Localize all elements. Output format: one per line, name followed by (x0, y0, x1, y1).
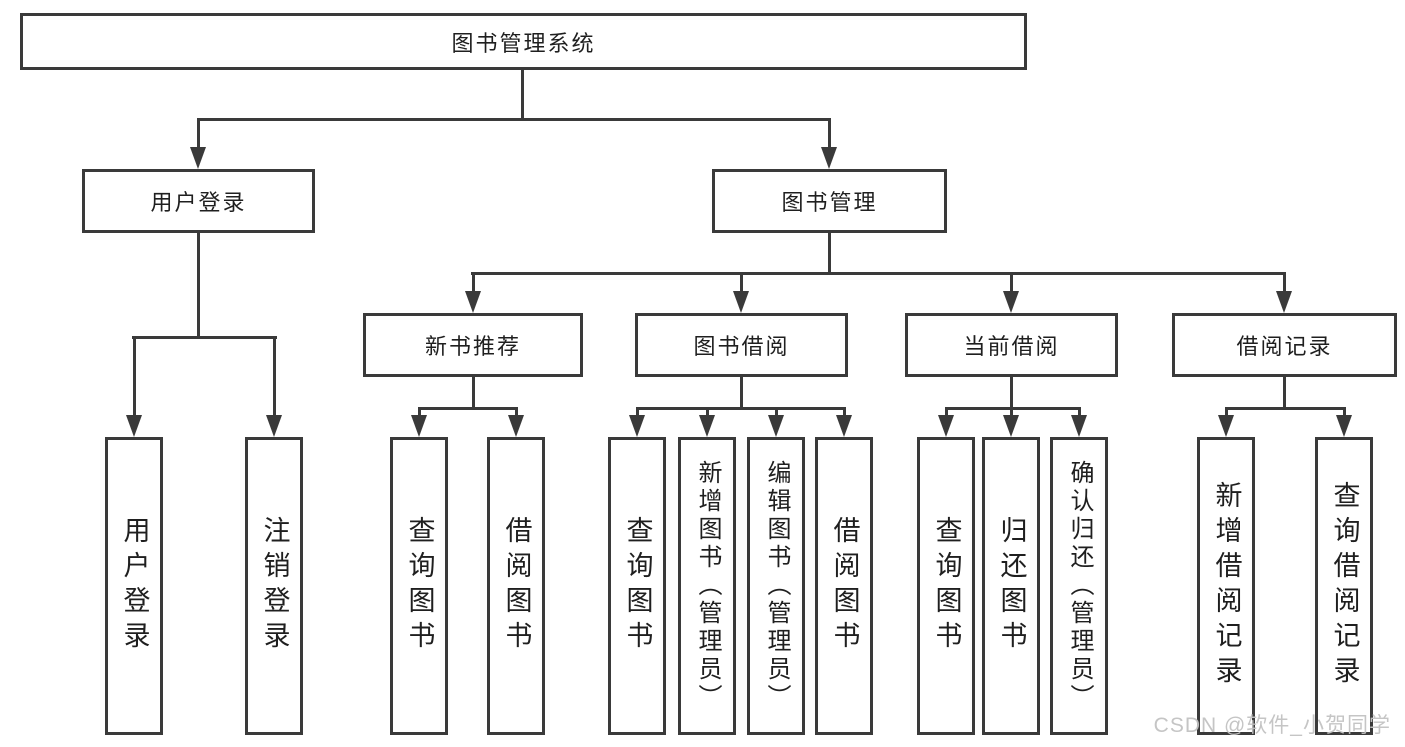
connector-line (1225, 407, 1346, 410)
arrowhead-icon (699, 415, 715, 437)
arrowhead-icon (1218, 415, 1234, 437)
connector-line (740, 272, 743, 294)
leaf-label: 查询图书 (931, 516, 962, 656)
arrowhead-icon (629, 415, 645, 437)
leaf-label: 新增图书（管理员） (694, 460, 721, 712)
arrowhead-icon (836, 415, 852, 437)
leaf-return-books: 归还图书 (982, 437, 1040, 735)
arrowhead-icon (821, 147, 837, 169)
node-new-book-recommendation: 新书推荐 (363, 313, 583, 377)
leaf-logout: 注销登录 (245, 437, 303, 735)
connector-line (197, 118, 831, 121)
arrowhead-icon (733, 291, 749, 313)
leaf-label: 编辑图书（管理员） (763, 460, 790, 712)
leaf-query-books-borrowing: 查询图书 (608, 437, 666, 735)
arrowhead-icon (126, 415, 142, 437)
connector-line (471, 272, 1285, 275)
connector-line (1010, 407, 1013, 418)
arrowhead-icon (1003, 415, 1019, 437)
connector-line (472, 272, 475, 294)
connector-line (828, 233, 831, 272)
leaf-label: 借阅图书 (829, 516, 860, 656)
connector-line (636, 407, 846, 410)
leaf-label: 确认归还（管理员） (1066, 460, 1093, 712)
connector-line (521, 70, 524, 118)
leaf-confirm-return-admin: 确认归还（管理员） (1050, 437, 1108, 735)
connector-line (418, 407, 518, 410)
leaf-query-books-recommend: 查询图书 (390, 437, 448, 735)
node-label: 当前借阅 (963, 334, 1060, 359)
connector-line (636, 407, 639, 418)
leaf-label: 用户登录 (119, 516, 150, 656)
arrowhead-icon (1003, 291, 1019, 313)
arrowhead-icon (508, 415, 524, 437)
leaf-borrow-books: 借阅图书 (815, 437, 873, 735)
node-user-login: 用户登录 (82, 169, 315, 233)
node-label: 用户登录 (150, 190, 247, 215)
connector-line (132, 336, 277, 339)
connector-line (945, 407, 1081, 410)
leaf-label: 查询借阅记录 (1329, 481, 1360, 691)
leaf-add-books-admin: 新增图书（管理员） (678, 437, 736, 735)
connector-line (197, 233, 200, 336)
connector-line (1283, 377, 1286, 407)
connector-line (1343, 407, 1346, 418)
leaf-label: 查询图书 (404, 516, 435, 656)
connector-line (418, 407, 421, 418)
leaf-edit-books-admin: 编辑图书（管理员） (747, 437, 805, 735)
arrowhead-icon (190, 147, 206, 169)
connector-line (197, 118, 200, 150)
arrowhead-icon (266, 415, 282, 437)
connector-line (1010, 377, 1013, 407)
leaf-label: 查询图书 (622, 516, 653, 656)
node-label: 图书管理 (781, 190, 878, 215)
connector-line (1010, 272, 1013, 294)
leaf-borrow-books-recommend: 借阅图书 (487, 437, 545, 735)
connector-line (273, 336, 276, 418)
arrowhead-icon (1276, 291, 1292, 313)
connector-line (1078, 407, 1081, 418)
node-label: 新书推荐 (424, 334, 521, 359)
connector-line (133, 336, 136, 418)
node-borrowing-records: 借阅记录 (1172, 313, 1397, 377)
node-library-management-system: 图书管理系统 (20, 13, 1027, 70)
connector-line (1225, 407, 1228, 418)
connector-line (775, 407, 778, 418)
connector-line (740, 377, 743, 407)
arrowhead-icon (938, 415, 954, 437)
node-book-borrowing: 图书借阅 (635, 313, 848, 377)
leaf-label: 注销登录 (259, 516, 290, 656)
arrowhead-icon (1336, 415, 1352, 437)
node-book-management: 图书管理 (712, 169, 947, 233)
arrowhead-icon (465, 291, 481, 313)
node-label: 借阅记录 (1236, 334, 1333, 359)
connector-line (828, 118, 831, 150)
csdn-watermark: CSDN @软件_小贺同学 (1153, 714, 1391, 737)
connector-line (843, 407, 846, 418)
connector-line (706, 407, 709, 418)
arrowhead-icon (411, 415, 427, 437)
leaf-label: 新增借阅记录 (1211, 481, 1242, 691)
leaf-label: 归还图书 (996, 516, 1027, 656)
connector-line (515, 407, 518, 418)
leaf-query-books-current: 查询图书 (917, 437, 975, 735)
connector-line (1283, 272, 1286, 294)
leaf-add-borrow-record: 新增借阅记录 (1197, 437, 1255, 735)
arrowhead-icon (1071, 415, 1087, 437)
leaf-query-borrow-record: 查询借阅记录 (1315, 437, 1373, 735)
node-label: 图书管理系统 (451, 30, 596, 56)
arrowhead-icon (768, 415, 784, 437)
connector-line (472, 377, 475, 407)
node-label: 图书借阅 (693, 334, 790, 359)
leaf-label: 借阅图书 (501, 516, 532, 656)
node-current-borrowing: 当前借阅 (905, 313, 1118, 377)
leaf-user-login: 用户登录 (105, 437, 163, 735)
connector-line (945, 407, 948, 418)
